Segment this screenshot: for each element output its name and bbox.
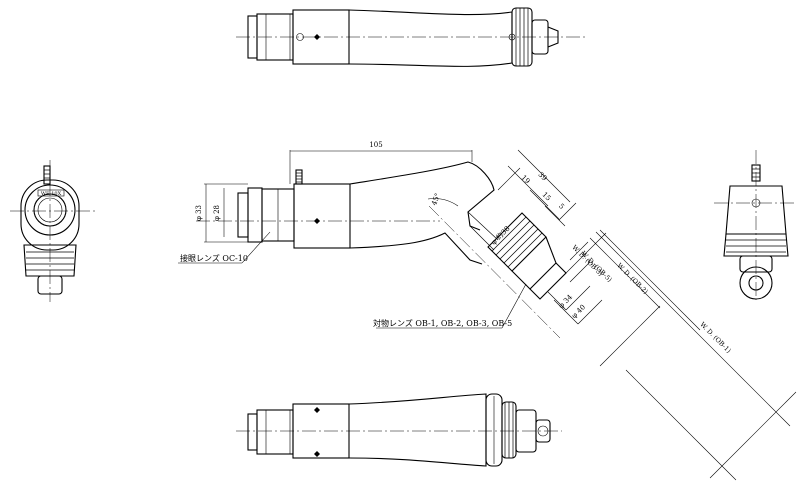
callout-labels: 接眼レンズ OC-10 対物レンズ OB-1, OB-2, OB-3, OB-5: [180, 253, 512, 328]
dim-39-label: 39: [536, 171, 548, 183]
wd-ob1-label: W. D. (OB-1): [698, 320, 733, 355]
dim-dia28-label: φ 28: [213, 205, 221, 221]
dim-dia34-label: φ 34: [557, 293, 574, 310]
dim-19-label: 19: [519, 174, 531, 186]
dim-15-label: 15: [540, 191, 552, 203]
dim-dia33-label: φ 33: [195, 205, 203, 221]
wd-ob2-label: W. D. (OB-2): [615, 261, 650, 296]
top-view-knurl: [511, 7, 533, 67]
eyepiece-callout: 接眼レンズ OC-10: [180, 253, 248, 263]
dim-angle-label: 45°: [430, 192, 442, 206]
top-view: [236, 7, 586, 67]
dim-105-label: 105: [369, 141, 382, 149]
left-end-view: [10, 160, 96, 302]
objective-ring: [487, 212, 547, 272]
bottom-view: [236, 393, 562, 467]
objective-callout: 対物レンズ OB-1, OB-2, OB-3, OB-5: [373, 318, 512, 328]
eyepiece-engraving: WE 10X: [41, 191, 62, 197]
front-view: [178, 149, 797, 481]
wd-ob3-label: W. D. (OB-3): [570, 243, 605, 278]
dim-5-label: 5: [557, 202, 566, 211]
right-end-view: [714, 150, 796, 300]
